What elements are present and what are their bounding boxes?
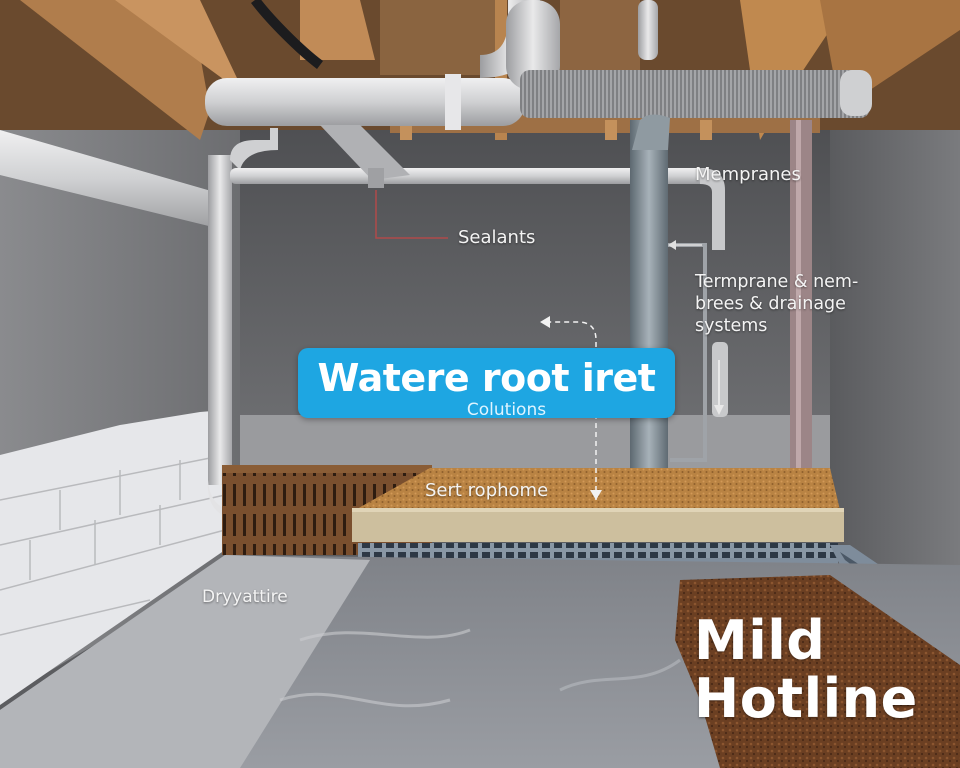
label-sert-rophome: Sert rophome [425, 480, 549, 501]
mild-line-1: Mild [694, 609, 826, 672]
title-banner: Watere root iret Colutions [298, 348, 675, 420]
banner-title: Watere root iret [317, 356, 656, 400]
banner-subtitle: Colutions [466, 400, 547, 420]
label-drywall: Dryyattire [202, 587, 288, 607]
label-membranes: Mempranes [695, 164, 801, 185]
label-sealants: Sealants [458, 227, 536, 248]
mild-line-2: Hotline [694, 667, 918, 730]
label-drainage-systems: Termprane & nem-brees & drainage systems [695, 272, 859, 336]
label-mild-hotline: Mild Hotline [694, 612, 918, 728]
